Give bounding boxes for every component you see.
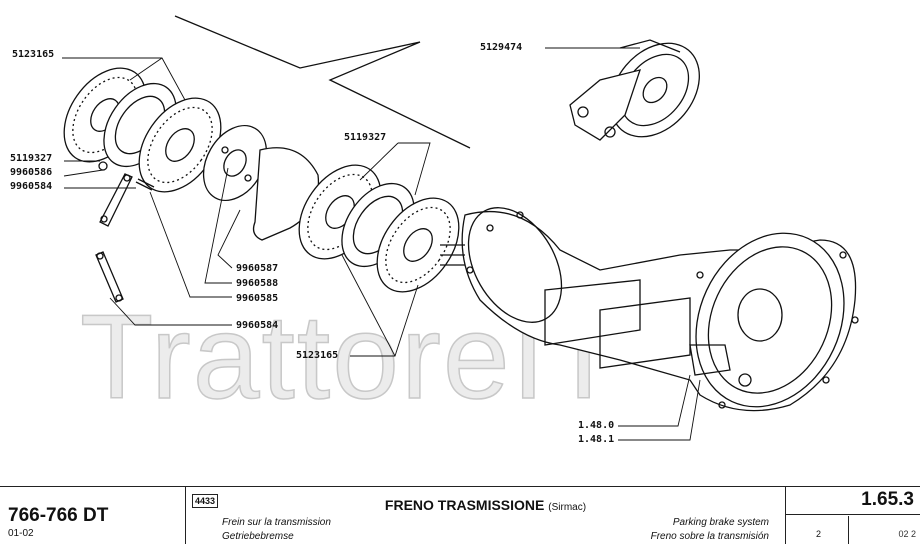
title-fr: Frein sur la transmission (222, 517, 331, 528)
callout-9960584-top: 9960584 (10, 181, 52, 192)
nut (98, 161, 108, 171)
callout-5129474: 5129474 (480, 42, 522, 53)
callout-1-48-1: 1.48.1 (578, 434, 614, 445)
exploded-diagram: TrattoreIT (10, 15, 859, 445)
title-note: (Sirmac) (548, 502, 587, 513)
friction-disc-left-2 (138, 97, 222, 193)
main-title: FRENO TRASMISSIONE (Sirmac) (186, 497, 785, 513)
model-cell: 766-766 DT 01-02 (0, 487, 186, 544)
callout-9960584-bottom: 9960584 (236, 320, 278, 331)
edition: 01-02 (8, 528, 34, 539)
callout-5119327-right: 5119327 (344, 132, 386, 143)
group-code: 4433 (192, 494, 219, 508)
brake-assembly (569, 39, 700, 141)
callout-1-48-0: 1.48.0 (578, 420, 614, 431)
callout-5123165-bottom: 5123165 (296, 350, 338, 361)
title-es: Freno sobre la transmisión (650, 531, 769, 542)
reference-number: 1.65.3 (786, 489, 920, 515)
callout-9960585: 9960585 (236, 293, 278, 304)
callout-9960587: 9960587 (236, 263, 278, 274)
cell-divider (848, 516, 849, 544)
callout-5119327-left: 5119327 (10, 153, 52, 164)
callout-9960588: 9960588 (236, 278, 278, 289)
callout-9960586: 9960586 (10, 167, 52, 178)
model-name: 766-766 DT (8, 505, 109, 526)
callout-5123165-top: 5123165 (12, 49, 54, 60)
title-cell: 4433 FRENO TRASMISSIONE (Sirmac) Frein s… (186, 487, 786, 544)
reference-cell: 1.65.3 2 02 2 (786, 487, 920, 544)
title-en: Parking brake system (672, 517, 769, 528)
title-de: Getriebebremse (222, 531, 294, 542)
title-block: 766-766 DT 01-02 4433 FRENO TRASMISSIONE… (0, 486, 920, 544)
link-plate (99, 173, 133, 227)
assembly-line (174, 15, 471, 149)
transmission-housing (440, 207, 859, 412)
date-code: 02 2 (898, 529, 916, 539)
leader-lines (62, 47, 701, 441)
pin (135, 178, 155, 191)
title-it: FRENO TRASMISSIONE (384, 497, 545, 513)
sheet-number: 2 (816, 529, 822, 539)
